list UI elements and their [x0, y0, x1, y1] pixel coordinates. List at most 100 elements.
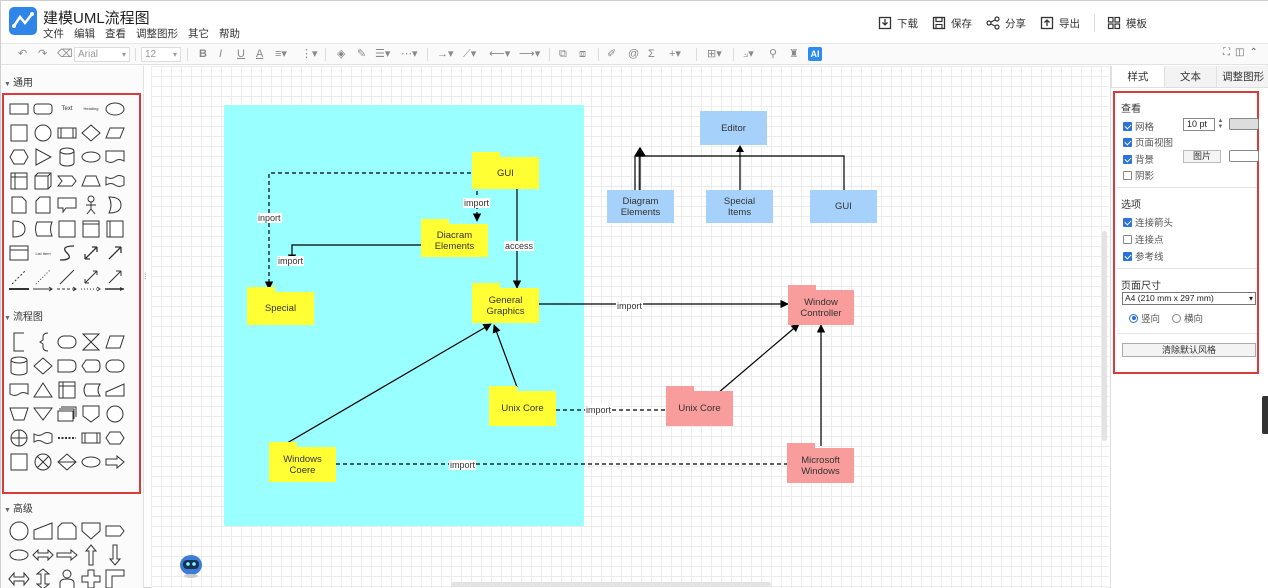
- connection-points-option[interactable]: 连接点: [1123, 232, 1164, 246]
- menu-edit[interactable]: 编辑: [74, 28, 95, 40]
- shape-cylinder[interactable]: [55, 145, 79, 169]
- download-button[interactable]: 下载: [878, 16, 918, 31]
- fill-color-icon[interactable]: ◈: [337, 48, 346, 60]
- share-button[interactable]: 分享: [986, 16, 1026, 31]
- shape-punched-card[interactable]: [7, 378, 31, 402]
- horizontal-scrollbar[interactable]: [451, 582, 771, 587]
- shape-predefined-process[interactable]: [55, 378, 79, 402]
- edit-link-icon[interactable]: ✐: [607, 48, 617, 60]
- portrait-option[interactable]: 竖向横向: [1129, 311, 1203, 325]
- insert-icon[interactable]: +▾: [669, 48, 681, 60]
- shape-left-right-arrow[interactable]: [31, 543, 55, 567]
- grid-size-spinner-icon[interactable]: ▲▼: [1217, 118, 1224, 130]
- line-width-icon[interactable]: ☰▾: [375, 48, 391, 60]
- shape-display[interactable]: [79, 354, 103, 378]
- shape-trapezoid[interactable]: [79, 169, 103, 193]
- edge-label-import-gui-diagram[interactable]: import: [463, 198, 491, 208]
- shape-heading[interactable]: Heading: [83, 106, 99, 111]
- shape-brace[interactable]: [31, 330, 55, 354]
- shape-parallelogram[interactable]: [103, 121, 127, 145]
- to-front-icon[interactable]: ⧉: [559, 48, 567, 60]
- node-diagram-elements-right[interactable]: Diagram Elements: [607, 190, 674, 223]
- menu-arrange[interactable]: 调整图形: [136, 28, 178, 40]
- shape-sort[interactable]: [55, 450, 79, 474]
- formula-icon[interactable]: Σ: [648, 48, 655, 60]
- connection-points-checkbox[interactable]: [1123, 234, 1132, 244]
- shape-hexagon-decision[interactable]: [103, 426, 127, 450]
- shape-square[interactable]: [7, 121, 31, 145]
- shape-bidirectional-arrow[interactable]: [79, 241, 103, 265]
- connection-arrows-option[interactable]: 连接箭头: [1123, 215, 1173, 229]
- shape-loop-limit[interactable]: [55, 519, 79, 543]
- node-unix-core-right[interactable]: Unix Core: [666, 386, 733, 426]
- shape-block-arrow[interactable]: [103, 450, 127, 474]
- background-color-button[interactable]: [1229, 150, 1259, 162]
- edge-label-import-windows[interactable]: import: [449, 460, 477, 470]
- shape-circle[interactable]: [31, 121, 55, 145]
- edge-label-import-unix[interactable]: import: [585, 405, 613, 415]
- shape-manual-input[interactable]: [103, 330, 127, 354]
- shape-person[interactable]: [55, 567, 79, 588]
- node-windows-core[interactable]: Windows Coere: [269, 442, 336, 482]
- shirt-icon[interactable]: ♜: [789, 48, 799, 60]
- node-gui-right[interactable]: GUI: [810, 190, 877, 223]
- shape-oval-small[interactable]: [7, 543, 31, 567]
- grid-option[interactable]: 网格: [1123, 119, 1154, 133]
- export-button[interactable]: 导出: [1040, 16, 1080, 31]
- redo-icon[interactable]: ↷: [38, 48, 48, 60]
- shape-dashed-process[interactable]: [55, 426, 79, 450]
- shape-cloud[interactable]: [79, 145, 103, 169]
- edge-unix-general[interactable]: [492, 324, 518, 388]
- shape-line-arrow[interactable]: [31, 277, 55, 301]
- shape-step-tag[interactable]: [103, 519, 127, 543]
- shape-merge[interactable]: [31, 402, 55, 426]
- shape-double-arrow-h[interactable]: [7, 567, 31, 588]
- shape-rounded-rectangle[interactable]: [31, 97, 55, 121]
- diagram-canvas[interactable]: GUI Diacram Elements Special General Gra…: [151, 66, 1109, 588]
- assistant-robot-icon[interactable]: [179, 551, 203, 579]
- line-start-icon[interactable]: ⟵▾: [489, 48, 511, 60]
- shape-square-process[interactable]: [7, 450, 31, 474]
- shape-text[interactable]: Text: [61, 106, 73, 112]
- shape-dotted-line[interactable]: [31, 265, 55, 289]
- page-view-checkbox[interactable]: [1123, 137, 1132, 147]
- background-option[interactable]: 背景: [1123, 152, 1154, 166]
- node-general-graphics[interactable]: General Graphics: [472, 283, 539, 323]
- shape-document[interactable]: [103, 145, 127, 169]
- shape-subprocess[interactable]: [79, 426, 103, 450]
- underline-icon[interactable]: U: [237, 48, 245, 60]
- font-family-select[interactable]: Arial▾: [74, 47, 130, 62]
- shape-manual-input-alt[interactable]: [31, 519, 55, 543]
- panel-toggle-icon[interactable]: ◫: [1235, 47, 1245, 58]
- shape-up-arrow[interactable]: [79, 543, 103, 567]
- bold-icon[interactable]: B: [199, 48, 207, 60]
- shape-preparation-trapezoid[interactable]: [7, 402, 31, 426]
- shape-frame[interactable]: [79, 217, 103, 241]
- shape-triangle[interactable]: [31, 145, 55, 169]
- italic-icon[interactable]: I: [219, 48, 223, 60]
- shape-annotation[interactable]: [7, 330, 31, 354]
- waypoints-icon[interactable]: ⟓▾: [743, 48, 754, 60]
- shape-thick-line[interactable]: [7, 277, 31, 301]
- shape-diamond[interactable]: [79, 121, 103, 145]
- shape-terminal[interactable]: [103, 354, 127, 378]
- template-button[interactable]: 模板: [1107, 16, 1147, 31]
- page-view-option[interactable]: 页面视图: [1123, 135, 1173, 149]
- shape-dashed-arrow[interactable]: [55, 277, 79, 301]
- edge-import-diagram-special[interactable]: [287, 244, 421, 263]
- edge-label-inport[interactable]: inport: [257, 213, 282, 223]
- guides-option[interactable]: 参考线: [1123, 249, 1164, 263]
- shape-or[interactable]: [103, 193, 127, 217]
- shape-arrow[interactable]: [103, 241, 127, 265]
- shape-arrow-connector[interactable]: [103, 277, 127, 301]
- line-style-icon[interactable]: ⋯▾: [401, 48, 418, 60]
- node-unix-core[interactable]: Unix Core: [489, 386, 556, 426]
- section-general[interactable]: ▼通用: [4, 74, 33, 89]
- node-gui[interactable]: GUI: [472, 152, 539, 189]
- shape-process[interactable]: [55, 121, 79, 145]
- shape-container[interactable]: [55, 217, 79, 241]
- shape-swimlane[interactable]: [103, 217, 127, 241]
- shape-ellipse[interactable]: [103, 97, 127, 121]
- shape-corner[interactable]: [103, 567, 127, 588]
- menu-file[interactable]: 文件: [43, 28, 64, 40]
